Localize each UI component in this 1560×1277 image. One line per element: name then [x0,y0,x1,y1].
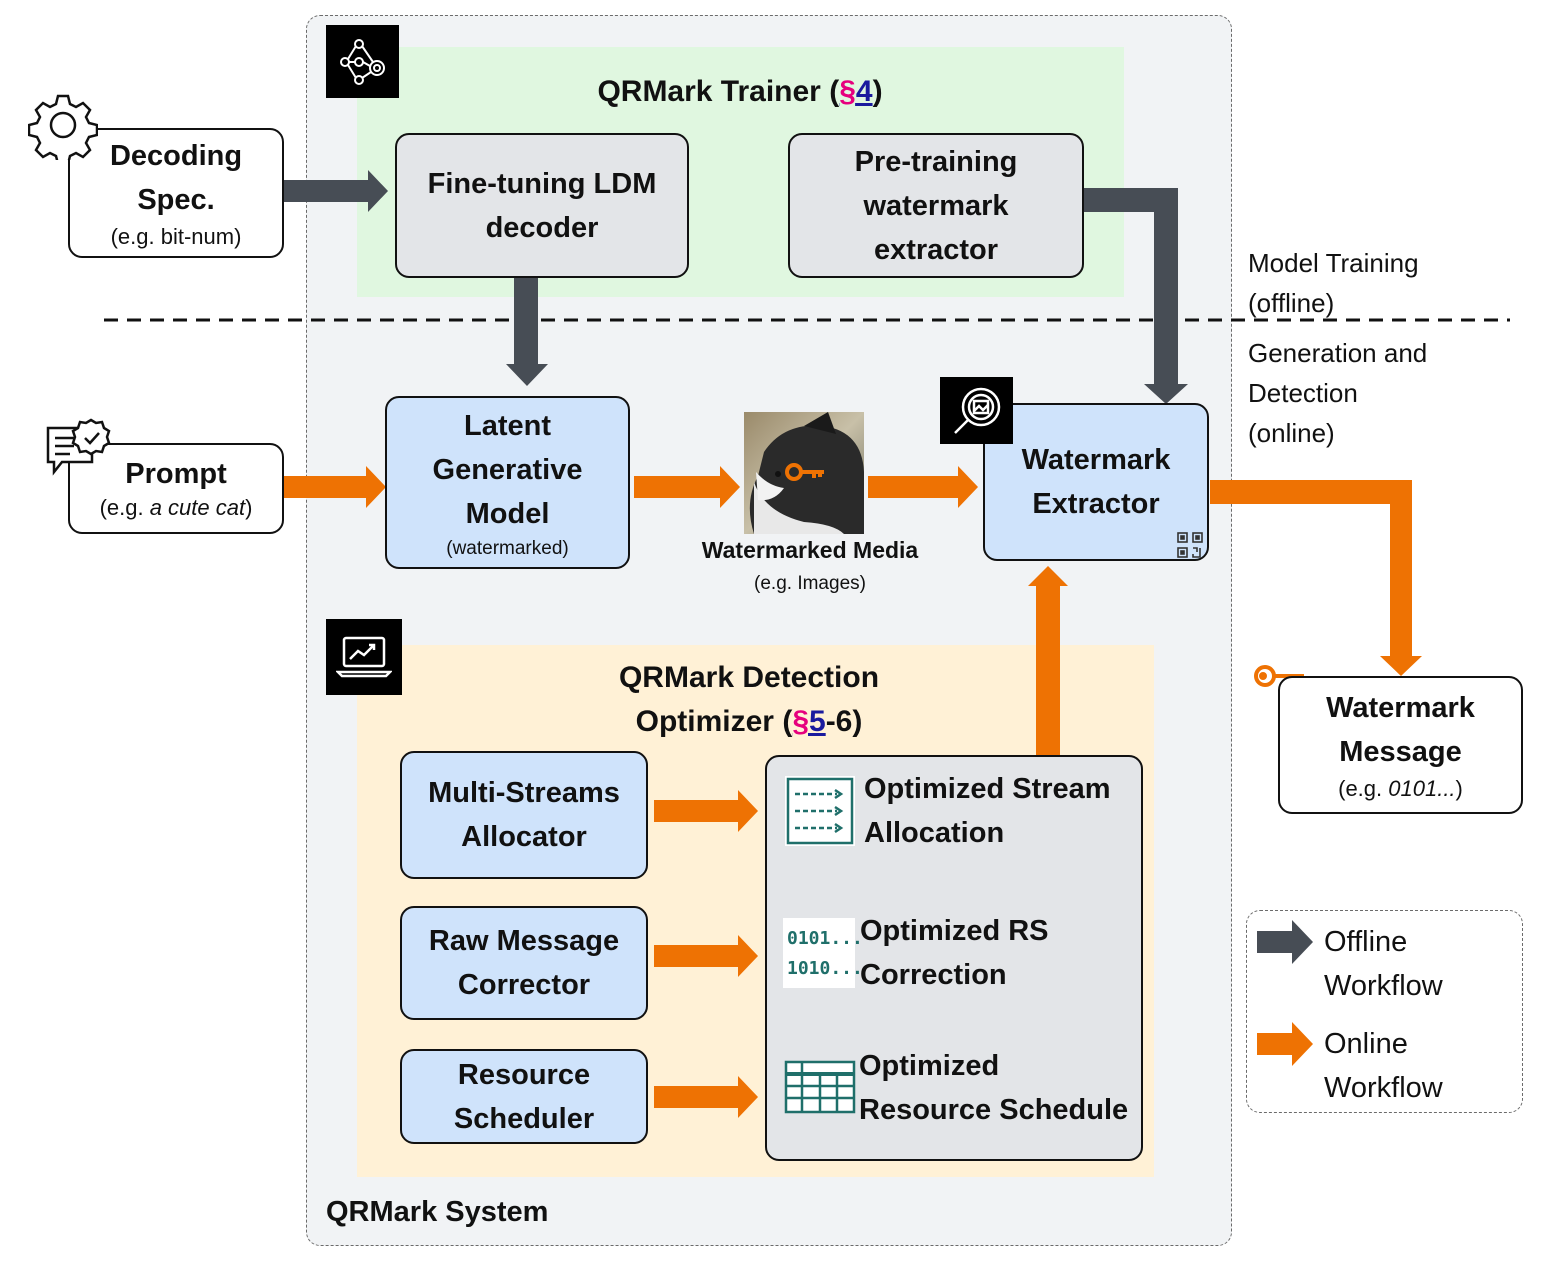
optimized-resource-schedule-label: Optimized Resource Schedule [859,1050,1129,1126]
image-search-icon [940,377,1013,444]
decoding-spec-sub: (e.g. bit-num) [110,224,242,249]
pretrain-extractor-box: Pre-training watermark extractor [788,133,1084,278]
sched-line1: Resource [457,1058,591,1091]
latent-generative-model-box: Latent Generative Model (watermarked) [385,396,630,569]
prompt-example: (e.g. a cute cat) [99,494,253,520]
legend-offline-arrow [1257,920,1313,964]
corr-line1: Raw Message [428,925,620,957]
arrow-media-to-extractor [868,466,978,508]
decoding-spec-line1: Decoding [109,140,243,172]
network-gear-icon [326,25,399,98]
prompt-box: Prompt (e.g. a cute cat) [68,443,284,534]
ldm-line1: Latent [464,409,551,442]
resource-scheduler-box: Resource Scheduler [400,1049,648,1144]
finetune-ldm-decoder-box: Fine-tuning LDM decoder [395,133,689,278]
table-grid-icon [784,1060,856,1114]
chat-check-icon [44,416,116,484]
legend-online-arrow [1257,1022,1313,1066]
arrow-optimizer-to-extractor [1028,566,1068,756]
watermark-message-box: Watermark Message (e.g. 0101...) [1278,676,1523,814]
arrow-prompt-to-ldm [284,466,386,508]
arrow-extractor-to-message [1210,480,1422,676]
prompt-label: Prompt [125,457,227,490]
optimizer-title: QRMark Detection Optimizer (§5-6) [618,661,880,738]
message-line1: Watermark [1326,692,1475,724]
finetune-label-line2: decoder [485,211,599,244]
pretrain-label-line2: watermark [863,189,1009,222]
online-arrows [284,466,1422,1118]
arrow-alloc-to-opt [654,790,758,832]
arrow-sched-to-opt [654,1076,758,1118]
binary-code-icon: 0101... 1010... [783,918,863,988]
optimized-stream-allocation-label: Optimized Stream Allocation [864,773,1111,849]
cat-image [744,412,864,534]
ldm-line3: Model [465,497,550,530]
online-phase-label: Generation and Detection (online) [1248,338,1428,448]
alloc-line2: Allocator [461,821,587,853]
raw-message-corrector-box: Raw Message Corrector [400,906,648,1020]
ldm-sub: (watermarked) [446,537,569,559]
watermarked-media-label: Watermarked Media [701,537,919,563]
arrow-finetune-to-ldm [506,278,548,386]
legend-online-label: Online Workflow [1324,1028,1443,1104]
ldm-line2: Generative [432,453,583,486]
optimized-rs-correction-label: Optimized RS Correction [860,915,1049,991]
corr-line2: Corrector [457,969,591,1001]
system-label: QRMark System [326,1196,549,1228]
laptop-chart-icon [326,619,402,695]
arrow-spec-to-finetune [284,170,388,212]
pretrain-label-line1: Pre-training [854,145,1018,178]
decoding-spec-box: Decoding Spec. (e.g. bit-num) [68,128,284,258]
extractor-line1: Watermark [1021,444,1171,476]
trainer-title: QRMark Trainer (§4) [597,75,883,108]
extractor-line2: Extractor [1032,488,1160,520]
pretrain-label-line3: extractor [873,233,999,266]
offline-phase-label: Model Training (offline) [1248,248,1419,318]
message-example: (e.g. 0101...) [1338,776,1463,801]
arrow-ldm-to-media [634,466,740,508]
stream-list-icon [785,776,855,846]
watermark-extractor-box: Watermark Extractor [983,403,1209,561]
alloc-line1: Multi-Streams [428,777,620,809]
finetune-label-line1: Fine-tuning LDM [427,167,657,200]
arrow-pretrain-to-extractor [1084,188,1188,404]
multi-streams-allocator-box: Multi-Streams Allocator [400,751,648,879]
legend-offline-label: Offline Workflow [1324,926,1443,1002]
sched-line2: Scheduler [453,1102,595,1135]
message-line2: Message [1339,736,1462,768]
qr-code-icon [1176,531,1204,559]
decoding-spec-line2: Spec. [137,184,215,216]
offline-arrows [284,170,1188,404]
watermarked-media-sub: (e.g. Images) [754,573,866,594]
arrow-corr-to-opt [654,935,758,977]
